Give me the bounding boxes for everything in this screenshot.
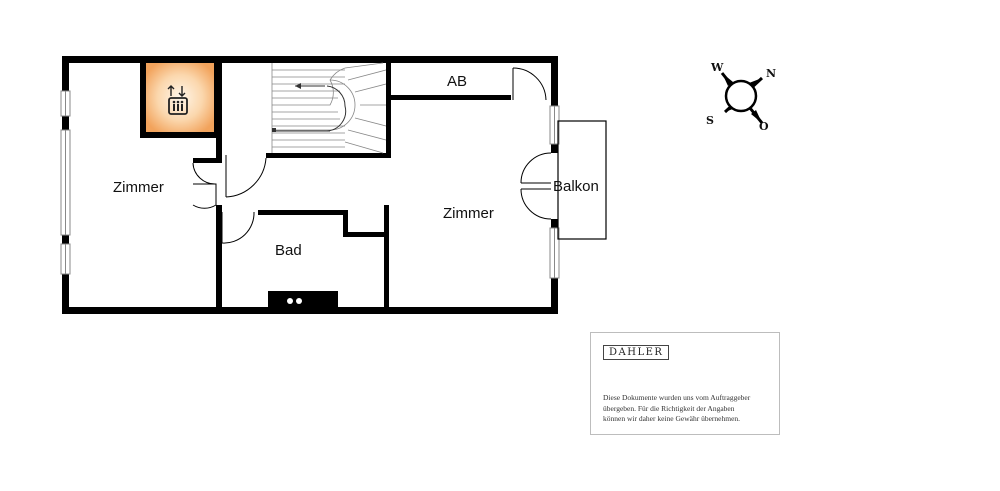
disclaimer-line: können wir daher keine Gewähr übernehmen… <box>603 414 741 423</box>
disclaimer-line: Diese Dokumente wurden uns vom Auftragge… <box>603 393 751 402</box>
ab-door <box>512 67 547 101</box>
elevator-icon <box>167 85 188 115</box>
bath-door <box>221 211 255 244</box>
balcony-door <box>520 152 559 220</box>
disclaimer-line: übergeben. Für die Richtigkeit der Angab… <box>603 403 735 413</box>
compass-rose-icon: W N S O <box>706 61 776 133</box>
windows-left <box>60 90 71 275</box>
room-label-bad: Bad <box>275 242 302 259</box>
interior-walls <box>193 63 511 307</box>
left-room-door <box>192 162 217 209</box>
compass-west: W <box>710 61 724 74</box>
room-label-ab: AB <box>447 73 467 90</box>
room-label-zimmer-right: Zimmer <box>443 205 494 222</box>
disclaimer-box: DAHLER Diese Dokumente wurden uns vom Au… <box>590 332 780 435</box>
compass-east: O <box>759 120 769 133</box>
elevator-shaft <box>140 63 220 138</box>
balcony-outline <box>557 120 607 240</box>
room-label-balkon: Balkon <box>553 178 599 195</box>
compass-south: S <box>706 114 714 127</box>
disclaimer-text: Diese Dokumente wurden uns vom Auftragge… <box>603 393 779 425</box>
windows-right <box>549 105 560 279</box>
staircase <box>271 62 387 154</box>
stair-direction-arrow <box>272 83 347 132</box>
compass-north: N <box>766 67 776 80</box>
brand-logo: DAHLER <box>603 345 670 360</box>
cooktop-icon <box>268 291 338 307</box>
hall-door <box>225 155 267 198</box>
room-label-zimmer-left: Zimmer <box>113 179 164 196</box>
